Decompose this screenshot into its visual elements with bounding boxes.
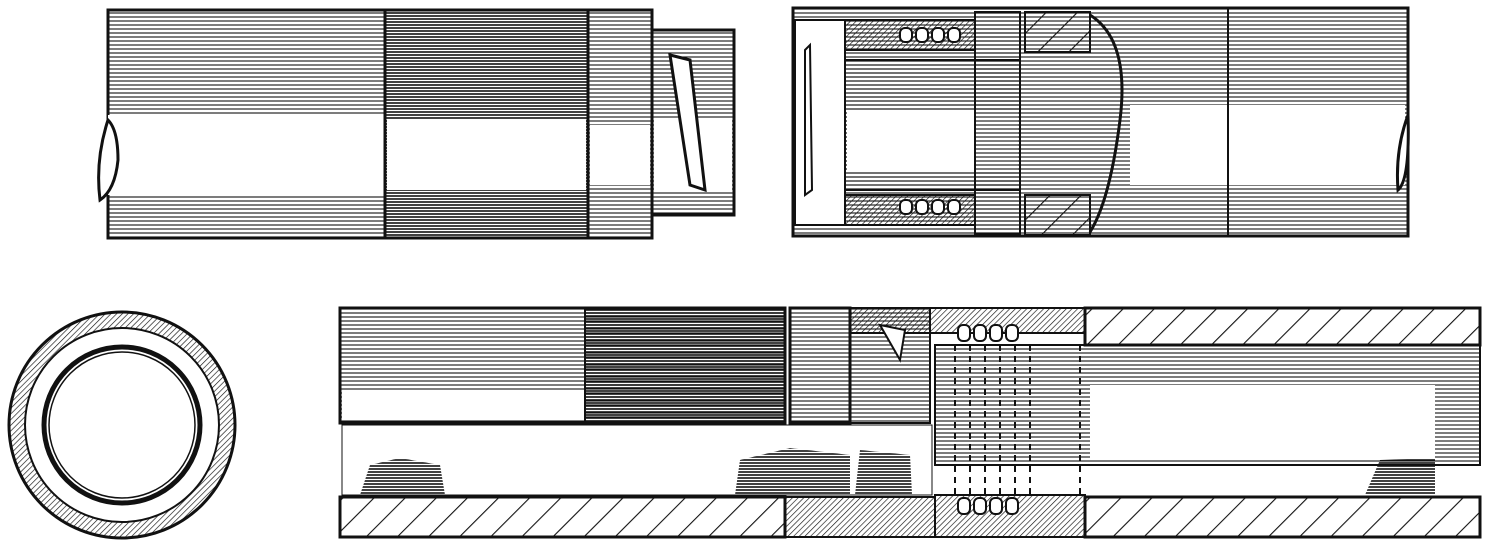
- end-ring-section: [7, 310, 237, 540]
- spring-coils-upper: [957, 324, 1019, 342]
- male-pipe-section: [97, 8, 736, 240]
- spring-coils-lower: [957, 497, 1019, 515]
- spring-coils-top: [899, 27, 961, 43]
- bayonet-slot: [668, 52, 707, 193]
- screw: [878, 323, 907, 363]
- pin: [804, 42, 814, 197]
- spring-coils-bottom: [899, 199, 961, 215]
- dashed-spring-lines: [954, 345, 1081, 495]
- female-socket-section: [791, 6, 1410, 238]
- break-line: [97, 117, 120, 203]
- joined-coupling-section: [338, 306, 1482, 539]
- break-line: [1395, 114, 1410, 194]
